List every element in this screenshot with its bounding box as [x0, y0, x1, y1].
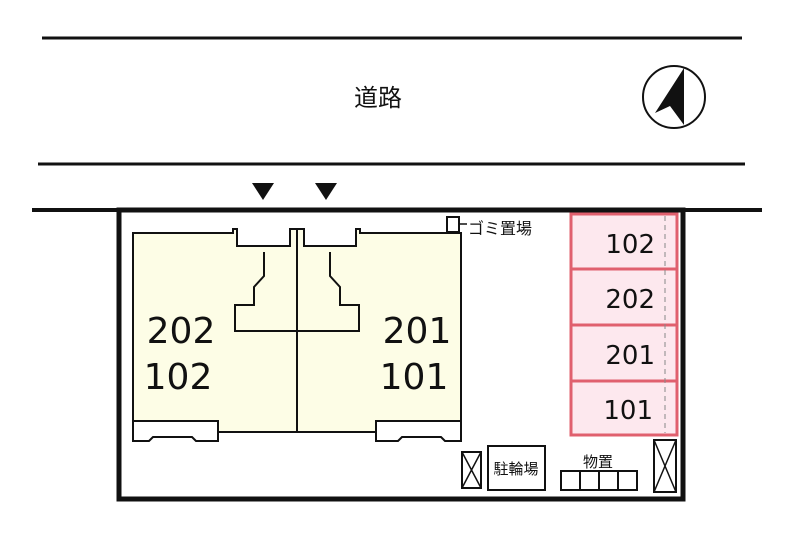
parking-space: [569, 323, 679, 383]
parking-label: 101: [603, 396, 653, 426]
unit-label-201: 201: [383, 311, 452, 352]
entrance-arrow-icon: [252, 183, 274, 200]
utility-box-icon: [461, 451, 482, 489]
unit-label-202: 202: [147, 311, 216, 352]
parking-label: 202: [605, 285, 655, 315]
unit-label-101: 101: [380, 357, 449, 398]
bicycle-parking-box: [487, 445, 546, 491]
bicycle-parking-label: 駐輪場: [493, 460, 538, 478]
storage-units: [560, 470, 638, 491]
lot-boundary: [116, 207, 686, 502]
garbage-area-label: ゴミ置場: [468, 219, 532, 238]
parking-space: [569, 379, 679, 437]
balcony-right: [375, 420, 462, 442]
north-arrow-icon: [642, 65, 706, 129]
unit-label-102: 102: [144, 357, 213, 398]
parking-label: 201: [605, 341, 655, 371]
garbage-area-box: [446, 216, 460, 233]
parking-area: [569, 212, 679, 437]
parking-label: 102: [605, 230, 655, 260]
storage-label: 物置: [583, 453, 613, 471]
road-label: 道路: [354, 84, 402, 112]
balcony-left: [132, 420, 219, 442]
building: [132, 228, 462, 442]
entrance-arrow-icon: [315, 183, 337, 200]
utility-box-icon: [653, 439, 677, 493]
